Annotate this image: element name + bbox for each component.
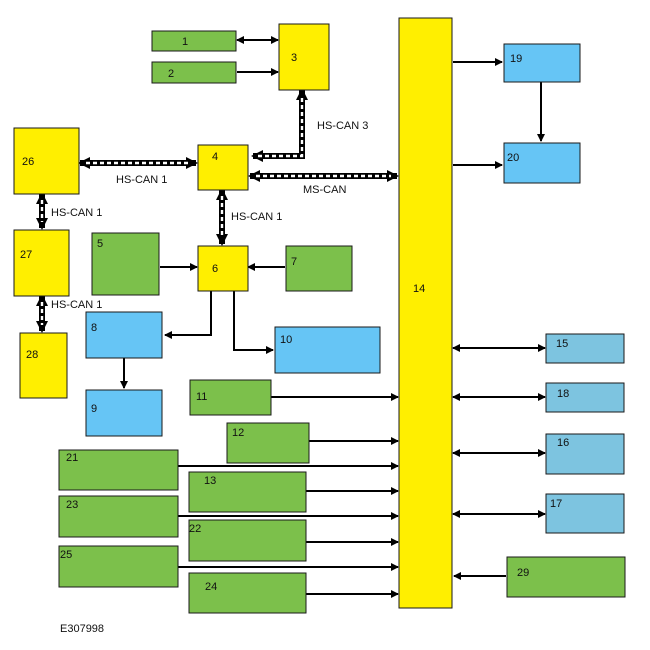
module-4-label: 4 — [212, 151, 218, 163]
module-15-label: 15 — [556, 338, 568, 350]
module-18-label: 18 — [557, 388, 569, 400]
module-3-label: 3 — [291, 52, 297, 64]
module-3[interactable]: 3 — [278, 23, 330, 91]
module-10-label: 10 — [280, 334, 292, 346]
module-6[interactable]: 6 — [197, 245, 249, 292]
module-14-label: 14 — [413, 283, 425, 295]
module-23-label: 23 — [66, 499, 78, 511]
module-14[interactable]: 14 — [398, 17, 453, 609]
bus-label-ms-can: MS-CAN — [303, 184, 346, 196]
module-9-label: 9 — [91, 403, 97, 415]
bus-label-hs-can-1-d: HS-CAN 1 — [51, 299, 102, 311]
arrow-6-8 — [164, 291, 212, 339]
bus-label-hs-can-3: HS-CAN 3 — [317, 120, 368, 132]
module-28[interactable]: 28 — [19, 332, 68, 399]
module-21[interactable]: 21 — [58, 449, 179, 491]
module-22-label: 22 — [189, 523, 201, 535]
module-4[interactable]: 4 — [197, 144, 249, 191]
bus-label-hs-can-1-a: HS-CAN 1 — [116, 174, 167, 186]
module-11[interactable]: 11 — [189, 379, 272, 416]
module-27[interactable]: 27 — [13, 229, 70, 297]
module-26-label: 26 — [22, 156, 34, 168]
module-19[interactable]: 19 — [503, 43, 581, 83]
module-27-label: 27 — [20, 249, 32, 261]
module-22[interactable]: 22 — [188, 519, 307, 562]
module-11-label: 11 — [196, 391, 207, 403]
module-25-label: 25 — [60, 549, 72, 561]
module-16-label: 16 — [557, 437, 569, 449]
module-13-label: 13 — [204, 475, 216, 487]
module-2-label: 2 — [168, 68, 174, 80]
module-16[interactable]: 16 — [545, 433, 625, 475]
module-1[interactable]: 1 — [151, 30, 237, 52]
module-20-label: 20 — [507, 152, 519, 164]
module-24-label: 24 — [205, 581, 217, 593]
module-23[interactable]: 23 — [58, 495, 179, 538]
module-29[interactable]: 29 — [506, 556, 626, 598]
module-28-label: 28 — [26, 349, 38, 361]
module-20[interactable]: 20 — [503, 142, 581, 184]
module-12[interactable]: 12 — [226, 422, 310, 464]
module-29-label: 29 — [517, 567, 529, 579]
bus-label-hs-can-1-b: HS-CAN 1 — [231, 211, 282, 223]
module-15[interactable]: 15 — [545, 333, 625, 364]
module-19-label: 19 — [510, 53, 522, 65]
module-2[interactable]: 2 — [151, 61, 237, 84]
module-7[interactable]: 7 — [285, 245, 353, 292]
module-6-label: 6 — [212, 263, 218, 275]
module-21-label: 21 — [66, 452, 78, 464]
module-7-label: 7 — [291, 256, 297, 268]
module-18[interactable]: 18 — [545, 382, 625, 413]
module-8-label: 8 — [91, 322, 97, 334]
module-8[interactable]: 8 — [85, 311, 163, 359]
module-12-label: 12 — [232, 427, 244, 439]
arrow-6-10 — [233, 291, 274, 354]
module-5[interactable]: 5 — [91, 232, 160, 296]
module-17[interactable]: 17 — [545, 493, 625, 534]
module-26[interactable]: 26 — [13, 127, 80, 195]
bus-label-hs-can-1-c: HS-CAN 1 — [51, 207, 102, 219]
figure-reference: E307998 — [60, 623, 104, 635]
bus-4-3 — [251, 88, 308, 162]
module-25[interactable]: 25 — [58, 545, 179, 588]
module-13[interactable]: 13 — [188, 471, 307, 513]
module-9[interactable]: 9 — [85, 389, 163, 437]
module-1-label: 1 — [182, 36, 188, 48]
module-17-label: 17 — [550, 498, 562, 510]
module-5-label: 5 — [97, 238, 103, 250]
module-10[interactable]: 10 — [274, 326, 381, 374]
module-24[interactable]: 24 — [188, 572, 307, 614]
